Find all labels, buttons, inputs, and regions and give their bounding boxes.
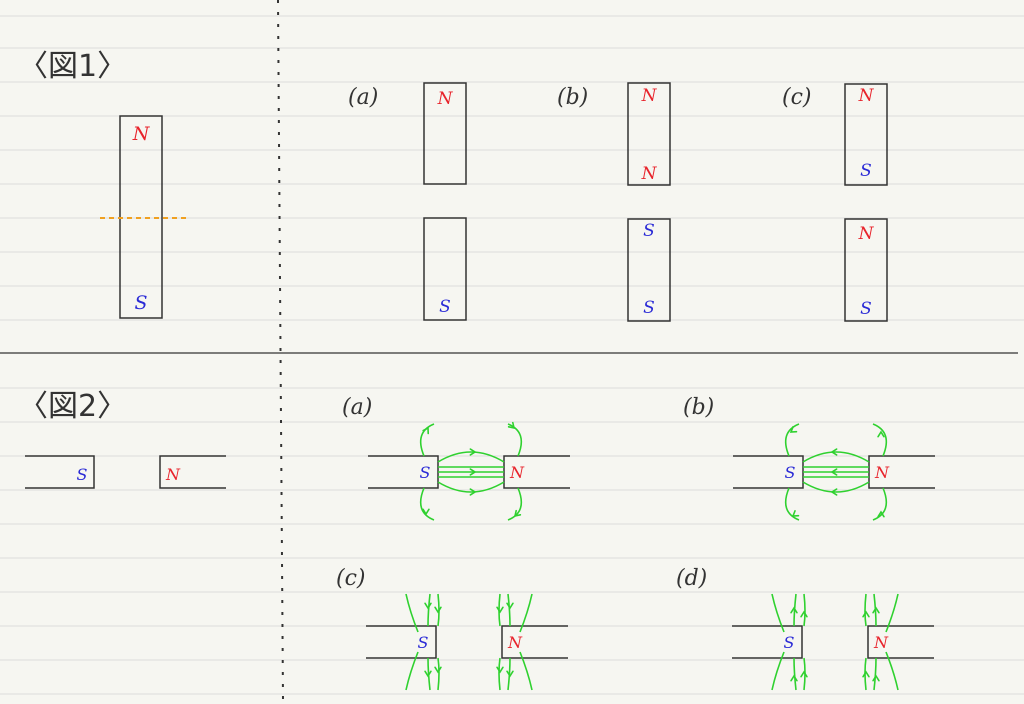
field-line <box>874 658 876 690</box>
south-pole-label: S <box>420 463 431 482</box>
fig1-option-c-lower-bottom-pole: S <box>860 299 872 319</box>
north-pole-label: N <box>509 463 525 482</box>
field-arrow <box>435 667 441 672</box>
fig2-option-a: (a) SN <box>342 395 570 520</box>
field-line <box>499 658 500 690</box>
fig2-option-a-diagram: SN <box>368 423 570 520</box>
field-line <box>803 452 869 462</box>
fig1-option-a-label: (a) <box>348 85 378 110</box>
south-pole-label: S <box>785 463 796 482</box>
field-line <box>804 594 805 626</box>
fig1-option-a: (a) N S <box>348 83 466 320</box>
field-line <box>508 594 510 626</box>
field-arrow <box>873 676 879 681</box>
fig1-option-c-label: (c) <box>782 85 812 110</box>
fig2-option-b: (b) SN <box>683 395 935 520</box>
field-arrow <box>793 511 798 516</box>
fig1-option-c-upper-top-pole: N <box>858 86 875 106</box>
field-arrow <box>801 672 807 677</box>
fig1-main-south-label: S <box>134 292 147 314</box>
field-arrow <box>878 432 884 437</box>
fig1-option-b-upper-bottom-pole: N <box>641 164 658 184</box>
fig2-option-b-label: (b) <box>683 395 714 420</box>
field-arrow <box>435 607 441 612</box>
field-line <box>438 658 439 690</box>
ruled-lines <box>0 16 1024 694</box>
field-arrow <box>497 607 503 612</box>
vertical-divider <box>278 0 283 700</box>
fig1-option-a-lower-bottom-pole: S <box>439 297 451 317</box>
south-pole-label: S <box>784 633 795 652</box>
fig2-option-c: (c) SN <box>336 566 568 690</box>
north-pole-label: N <box>874 463 890 482</box>
field-arrow <box>791 676 797 681</box>
field-arrow <box>507 603 513 608</box>
field-arrow <box>497 667 503 672</box>
field-arrow <box>801 612 807 617</box>
field-line <box>873 424 886 456</box>
field-line <box>428 594 430 626</box>
north-pole-label: N <box>873 633 889 652</box>
field-line <box>865 594 866 626</box>
field-line <box>794 658 796 690</box>
field-line <box>438 452 504 462</box>
north-pole-label: N <box>507 633 523 652</box>
fig2-option-d-label: (d) <box>676 566 707 591</box>
field-arrow <box>863 612 869 617</box>
field-line <box>421 488 434 520</box>
fig1-title: 〈図1〉 <box>18 49 127 84</box>
fig2-option-a-label: (a) <box>342 395 372 420</box>
fig1-option-c-upper-bottom-pole: S <box>860 161 872 181</box>
fig1-option-b-lower-bottom-pole: S <box>643 298 655 318</box>
fig2-option-d-diagram: SN <box>732 594 934 690</box>
fig1-option-b-label: (b) <box>557 85 588 110</box>
fig2-right-magnet-pole: N <box>165 465 181 484</box>
field-arrow <box>425 603 431 608</box>
field-arrow <box>863 672 869 677</box>
fig1-option-b: (b) N N S S <box>557 83 670 321</box>
fig1-main-magnet: N S <box>100 116 188 318</box>
fig2-option-c-label: (c) <box>336 566 366 591</box>
fig2-left-magnet-pole: S <box>77 465 88 484</box>
fig2-title: 〈図2〉 <box>18 389 127 424</box>
fig2-option-b-diagram: SN <box>733 424 935 520</box>
fig1-option-b-upper-top-pole: N <box>641 86 658 106</box>
fig1-option-a-upper-top-pole: N <box>437 89 454 109</box>
fig2-reference-magnets: S N <box>25 456 226 488</box>
fig1-main-north-label: N <box>132 123 151 145</box>
fig1-option-c-lower-top-pole: N <box>858 224 875 244</box>
fig1-option-c: (c) N S N S <box>782 84 887 321</box>
south-pole-label: S <box>418 633 429 652</box>
fig1-option-b-lower-top-pole: S <box>643 221 655 241</box>
fig2-option-d: (d) SN <box>676 566 934 690</box>
fig2-option-c-diagram: SN <box>366 594 568 690</box>
